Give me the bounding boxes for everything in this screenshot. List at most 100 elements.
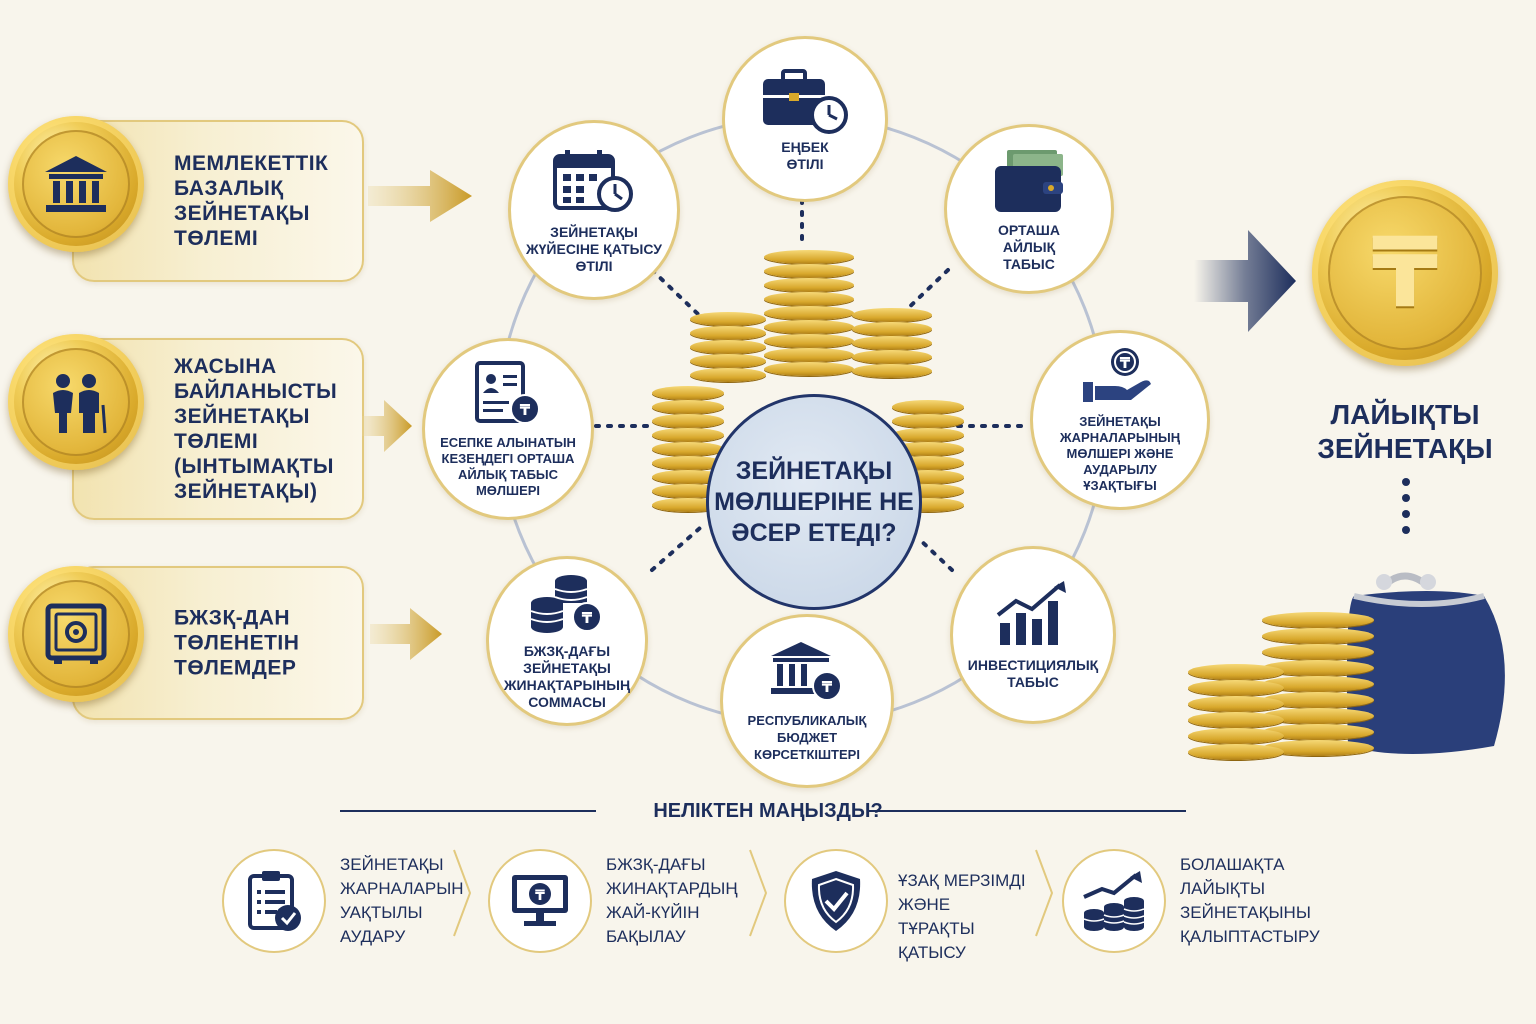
factor-label: ЕСЕПКЕ АЛЫНАТЫН КЕЗЕҢДЕГІ ОРТАША АЙЛЫҚ Т… bbox=[440, 435, 576, 498]
stack-coin bbox=[892, 414, 964, 428]
stack-coin bbox=[764, 334, 854, 348]
factor-period-income: ₸ ЕСЕПКЕ АЛЫНАТЫН КЕЗЕҢДЕГІ ОРТАША АЙЛЫҚ… bbox=[422, 338, 594, 520]
shield-check-icon bbox=[784, 849, 888, 953]
stack-coin bbox=[1262, 740, 1374, 756]
why-item-label: ЗЕЙНЕТАҚЫ ЖАРНАЛАРЫН УАҚТЫЛЫ АУДАРУ bbox=[340, 855, 464, 946]
factor-label: ЗЕЙНЕТАҚЫ ЖҮЙЕСІНЕ ҚАТЫСУ ӨТІЛІ bbox=[525, 223, 663, 274]
stack-coin bbox=[652, 400, 724, 414]
stack-coin bbox=[764, 306, 854, 320]
arrow-right-icon bbox=[368, 170, 472, 222]
elderly-couple-icon bbox=[22, 348, 130, 456]
factor-label: ЗЕЙНЕТАҚЫ ЖАРНАЛАРЫНЫҢ МӨЛШЕРІ ЖӘНЕ АУДА… bbox=[1059, 414, 1181, 493]
stack-coin bbox=[852, 308, 932, 322]
arrow-right-icon bbox=[370, 608, 442, 660]
stack-coin bbox=[852, 364, 932, 378]
government-building-icon bbox=[22, 130, 130, 238]
stack-coin bbox=[764, 362, 854, 376]
stack-coin bbox=[852, 336, 932, 350]
arrow-right-icon bbox=[362, 400, 412, 452]
dotted-connector bbox=[1402, 478, 1410, 534]
why-item-future-pension: БОЛАШАҚТА ЛАЙЫҚТЫ ЗЕЙНЕТАҚЫНЫ ҚАЛЫПТАСТЫ… bbox=[1062, 845, 1322, 953]
stack-coin bbox=[1262, 708, 1374, 724]
stack-coin bbox=[852, 322, 932, 336]
svg-text:₸: ₸ bbox=[822, 678, 833, 696]
divider-right bbox=[868, 810, 1186, 812]
stack-coin bbox=[1188, 696, 1284, 712]
center-question: ЗЕЙНЕТАҚЫ МӨЛШЕРІНЕ НЕ ӘСЕР ЕТЕДІ? bbox=[706, 394, 922, 610]
factor-label: РЕСПУБЛИКАЛЫҚ БЮДЖЕТ КӨРСЕТКІШТЕРІ bbox=[747, 712, 867, 762]
briefcase-clock-icon bbox=[763, 69, 848, 134]
why-item-long-term: ҰЗАҚ МЕРЗІМДІ ЖӘНЕ ТҰРАҚТЫ ҚАТЫСУ bbox=[784, 845, 1044, 962]
stack-coin bbox=[1262, 628, 1374, 644]
gold-coin bbox=[8, 116, 144, 252]
stack-coin bbox=[652, 442, 724, 456]
stack-coin bbox=[652, 470, 724, 484]
bank-tenge-icon: ₸ bbox=[771, 641, 842, 701]
why-item-label: БОЛАШАҚТА ЛАЙЫҚТЫ ЗЕЙНЕТАҚЫНЫ ҚАЛЫПТАСТЫ… bbox=[1180, 855, 1320, 946]
pension-card-label: МЕМЛЕКЕТТІК БАЗАЛЫҚ ЗЕЙНЕТАҚЫ ТӨЛЕМІ bbox=[174, 152, 329, 250]
stack-coin bbox=[1262, 612, 1374, 628]
why-item-monitor-savings: ₸ БЖЗҚ-ДАҒЫ ЖИНАҚТАРДЫҢ ЖАЙ-КҮЙІН БАҚЫЛА… bbox=[488, 845, 748, 953]
stack-coin bbox=[764, 250, 854, 264]
stack-coin bbox=[652, 414, 724, 428]
growth-chart-icon bbox=[996, 581, 1066, 645]
factor-label: ИНВЕСТИЦИЯЛЫҚ ТАБЫС bbox=[967, 657, 1099, 690]
wallet-icon bbox=[995, 149, 1063, 212]
result-label: ЛАЙЫҚТЫ ЗЕЙНЕТАҚЫ bbox=[1317, 399, 1493, 464]
safe-icon bbox=[22, 580, 130, 688]
stack-coin bbox=[652, 456, 724, 470]
stack-coin bbox=[1262, 692, 1374, 708]
factor-label: ОРТАША АЙЛЫҚ ТАБЫС bbox=[997, 221, 1060, 272]
stack-coin bbox=[652, 428, 724, 442]
gold-coin bbox=[8, 566, 144, 702]
factor-label: ЕҢБЕК ӨТІЛІ bbox=[781, 139, 829, 172]
factor-savings-amount: ₸ БЖЗҚ-ДАҒЫ ЗЕЙНЕТАҚЫ ЖИНАҚТАРЫНЫҢ СОММА… bbox=[486, 556, 648, 726]
stack-coin bbox=[1188, 744, 1284, 760]
stack-coin bbox=[1262, 644, 1374, 660]
coin-stack-icon: ₸ bbox=[530, 575, 602, 633]
why-item-label: ҰЗАҚ МЕРЗІМДІ ЖӘНЕ ТҰРАҚТЫ ҚАТЫСУ bbox=[898, 871, 1026, 962]
stack-coin bbox=[764, 264, 854, 278]
coins-growth-icon bbox=[1062, 849, 1166, 953]
stack-coin bbox=[1188, 728, 1284, 744]
factor-investment-income: ИНВЕСТИЦИЯЛЫҚ ТАБЫС bbox=[950, 546, 1116, 724]
factor-work-experience: ЕҢБЕК ӨТІЛІ bbox=[722, 36, 888, 202]
pension-card-label: ЖАСЫНА БАЙЛАНЫСТЫ ЗЕЙНЕТАҚЫ ТӨЛЕМІ (ЫНТЫ… bbox=[174, 355, 338, 503]
divider-left bbox=[340, 810, 596, 812]
stack-coin bbox=[652, 386, 724, 400]
stack-coin bbox=[690, 340, 766, 354]
stack-coin bbox=[1262, 676, 1374, 692]
gold-coin bbox=[8, 334, 144, 470]
stack-coin bbox=[690, 312, 766, 326]
why-title: НЕЛІКТЕН МАҢЫЗДЫ? bbox=[653, 800, 883, 822]
center-question-label: ЗЕЙНЕТАҚЫ МӨЛШЕРІНЕ НЕ ӘСЕР ЕТЕДІ? bbox=[714, 456, 914, 547]
stack-coin bbox=[764, 320, 854, 334]
stack-coin bbox=[1188, 664, 1284, 680]
stack-coin bbox=[1262, 724, 1374, 740]
stack-coin bbox=[1188, 680, 1284, 696]
hand-coin-icon: ₸ bbox=[1083, 348, 1151, 402]
clipboard-check-icon bbox=[222, 849, 326, 953]
chevron-right-icon bbox=[749, 849, 768, 937]
stack-coin bbox=[764, 292, 854, 306]
factor-label: БЖЗҚ-ДАҒЫ ЗЕЙНЕТАҚЫ ЖИНАҚТАРЫНЫҢ СОММАСЫ bbox=[503, 643, 631, 710]
factor-average-income: ОРТАША АЙЛЫҚ ТАБЫС bbox=[944, 124, 1114, 294]
tenge-icon: ₸ bbox=[1371, 217, 1439, 329]
svg-text:₸: ₸ bbox=[582, 609, 593, 627]
arrow-right-icon bbox=[1194, 230, 1296, 332]
pension-card-label: БЖЗҚ-ДАН ТӨЛЕНЕТІН ТӨЛЕМДЕР bbox=[174, 606, 300, 680]
stack-coin bbox=[852, 350, 932, 364]
why-item-timely-payment: ЗЕЙНЕТАҚЫ ЖАРНАЛАРЫН УАҚТЫЛЫ АУДАРУ bbox=[222, 845, 482, 953]
factor-contributions: ₸ ЗЕЙНЕТАҚЫ ЖАРНАЛАРЫНЫҢ МӨЛШЕРІ ЖӘНЕ АУ… bbox=[1030, 330, 1210, 510]
tenge-coin: ₸ bbox=[1312, 180, 1498, 366]
stack-coin bbox=[892, 400, 964, 414]
chevron-right-icon bbox=[453, 849, 472, 937]
svg-text:₸: ₸ bbox=[520, 401, 531, 419]
stack-coin bbox=[764, 278, 854, 292]
why-item-label: БЖЗҚ-ДАҒЫ ЖИНАҚТАРДЫҢ ЖАЙ-КҮЙІН БАҚЫЛАУ bbox=[606, 855, 738, 946]
document-tenge-icon: ₸ bbox=[475, 361, 540, 424]
stack-coin bbox=[764, 348, 854, 362]
factor-participation-period: ЗЕЙНЕТАҚЫ ЖҮЙЕСІНЕ ҚАТЫСУ ӨТІЛІ bbox=[508, 120, 680, 300]
purse-icon bbox=[1346, 572, 1505, 754]
chevron-right-icon bbox=[1035, 849, 1054, 937]
